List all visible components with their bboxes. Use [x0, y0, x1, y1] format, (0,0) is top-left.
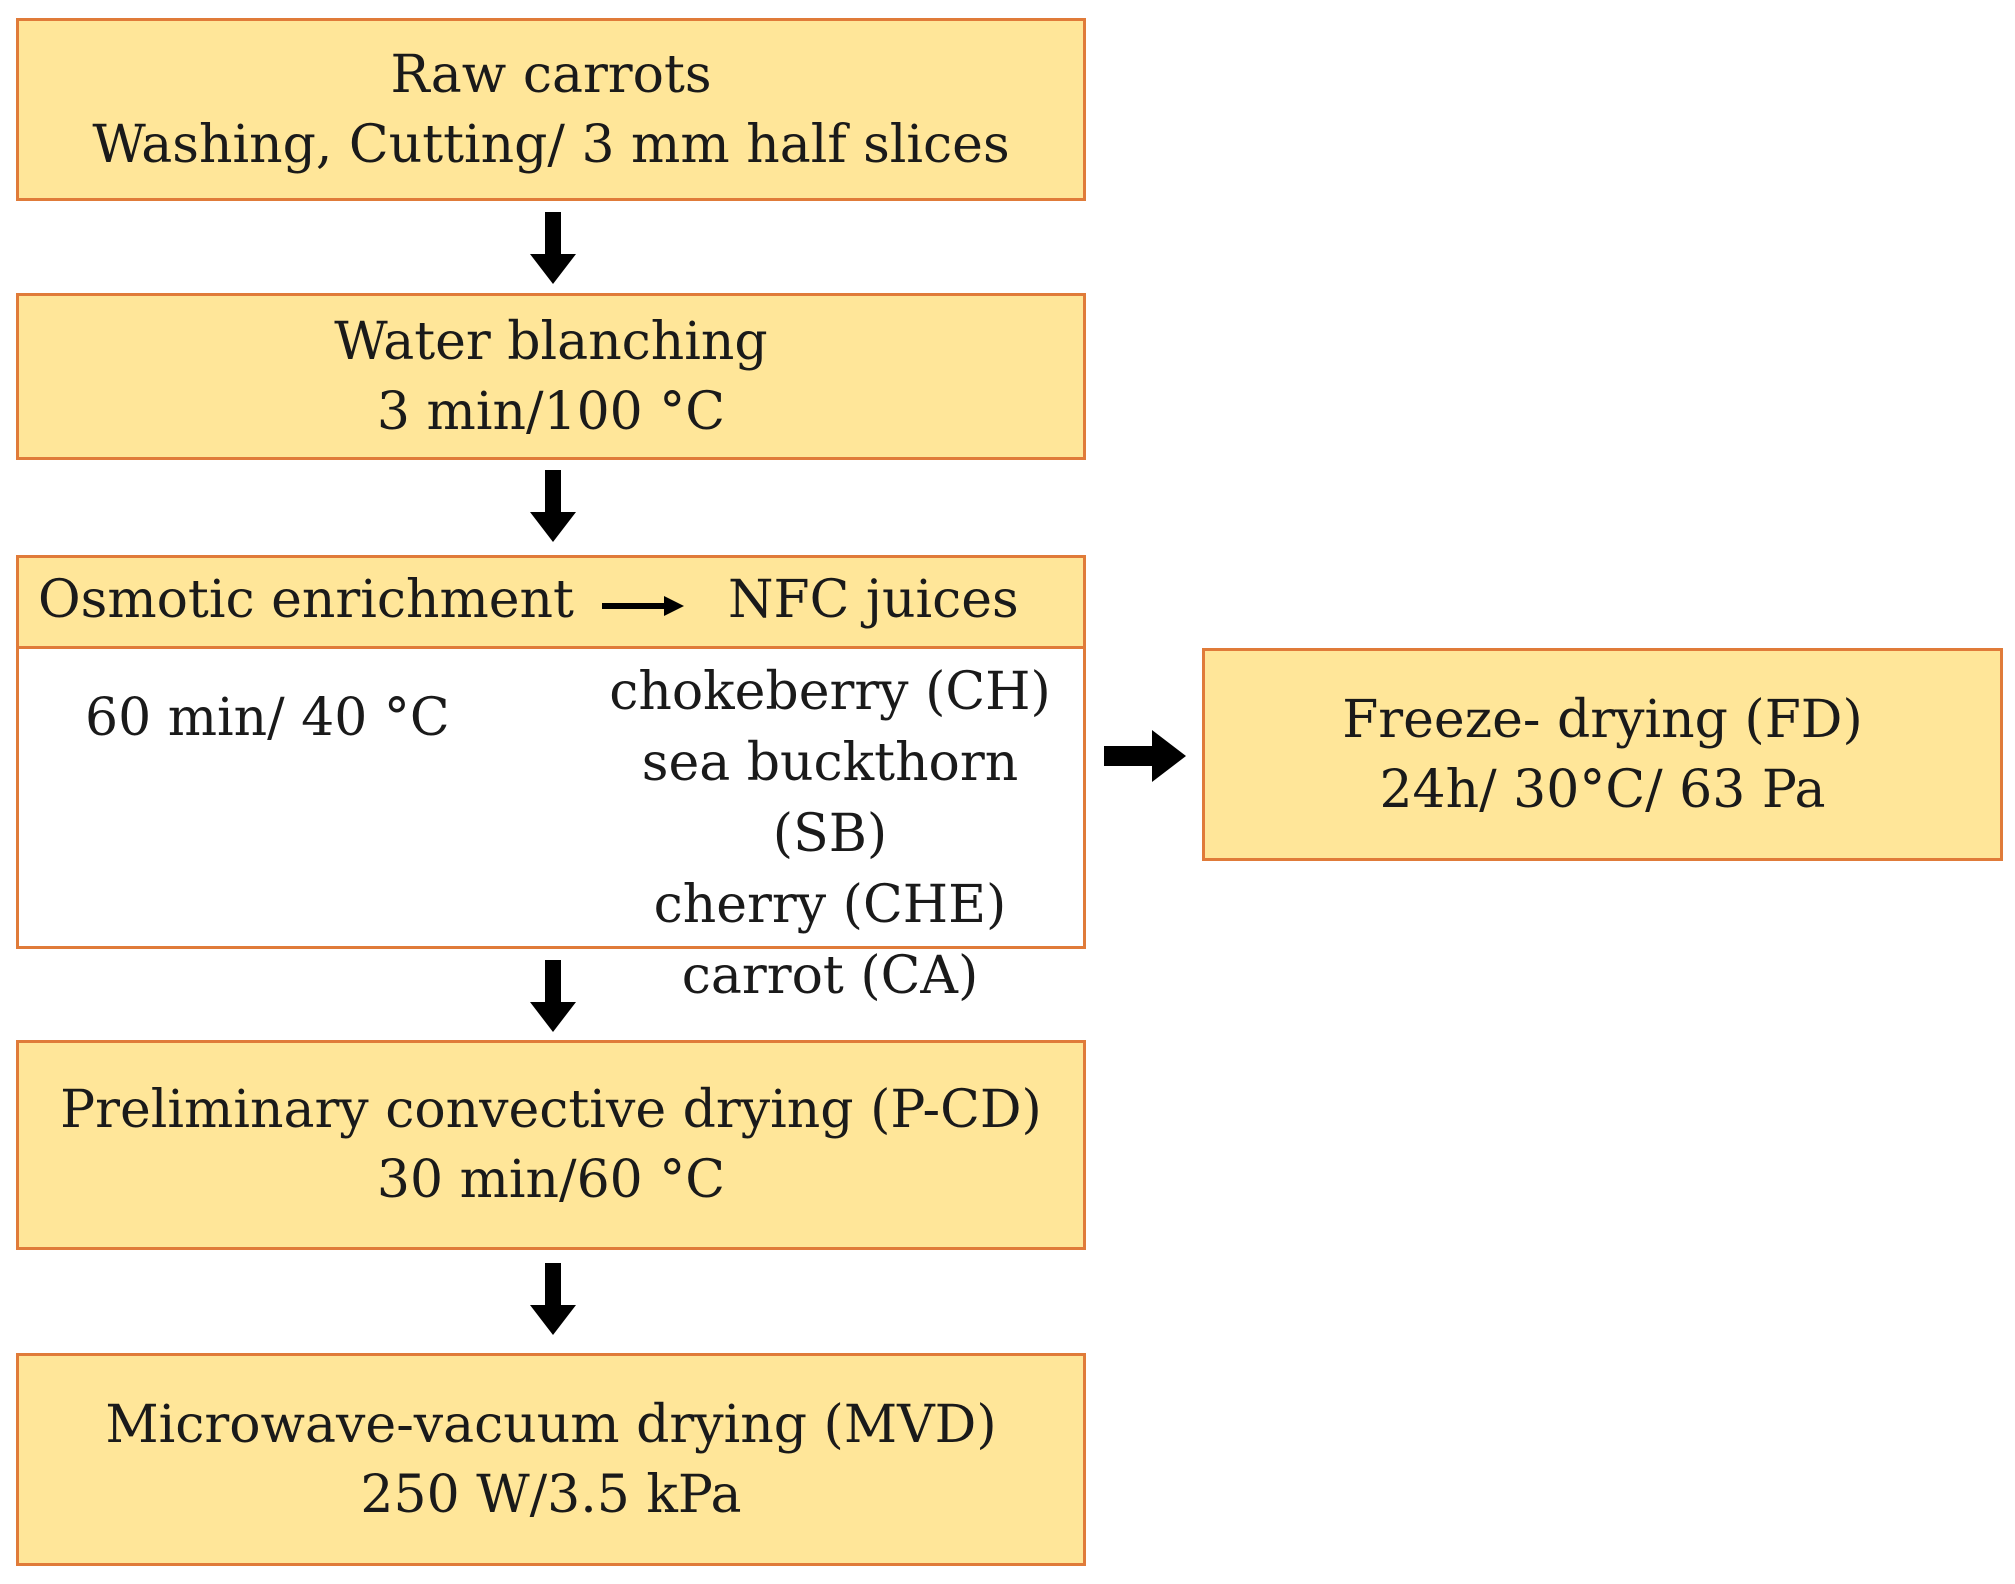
step-freeze-drying: Freeze- drying (FD) 24h/ 30°C/ 63 Pa [1202, 648, 2003, 861]
arrow-right-to-freeze-drying [1104, 730, 1186, 782]
step-pcd-detail: 30 min/60 °C [376, 1150, 726, 1210]
juice-item: sea buckthorn (SB) [641, 733, 1019, 864]
step-water-blanching-title: Water blanching [334, 311, 768, 372]
step-water-blanching: Water blanching 3 min/100 °C [16, 293, 1086, 460]
arrow-down-4 [530, 1263, 576, 1335]
arrow-down-1 [530, 212, 576, 284]
juice-item: cherry (CHE) [653, 875, 1007, 935]
juice-list: chokeberry (CH) sea buckthorn (SB) cherr… [580, 657, 1080, 1012]
step-mvd-title: Microwave-vacuum drying (MVD) [105, 1394, 997, 1455]
nfc-juices-label: NFC juices [728, 570, 1019, 630]
step-raw-carrots-detail: Washing, Cutting/ 3 mm half slices [92, 114, 1010, 175]
step-freeze-drying-detail: 24h/ 30°C/ 63 Pa [1379, 759, 1826, 820]
step-freeze-drying-title: Freeze- drying (FD) [1342, 689, 1863, 750]
arrow-down-3 [530, 960, 576, 1032]
step-raw-carrots-title: Raw carrots [390, 44, 712, 105]
osmotic-conditions: 60 min/ 40 °C [85, 688, 450, 748]
step-pcd-title: Preliminary convective drying (P-CD) [60, 1080, 1042, 1140]
osmotic-enrichment-header [16, 555, 1086, 649]
arrow-right-small [602, 596, 684, 616]
juice-item: chokeberry (CH) [609, 662, 1051, 722]
step-preliminary-convective-drying: Preliminary convective drying (P-CD) 30 … [16, 1040, 1086, 1250]
juice-item: carrot (CA) [681, 946, 979, 1006]
step-mvd-detail: 250 W/3.5 kPa [360, 1464, 742, 1525]
step-microwave-vacuum-drying: Microwave-vacuum drying (MVD) 250 W/3.5 … [16, 1353, 1086, 1566]
osmotic-enrichment-title: Osmotic enrichment [38, 570, 574, 630]
step-raw-carrots: Raw carrots Washing, Cutting/ 3 mm half … [16, 18, 1086, 201]
step-water-blanching-detail: 3 min/100 °C [376, 381, 726, 442]
arrow-down-2 [530, 470, 576, 542]
